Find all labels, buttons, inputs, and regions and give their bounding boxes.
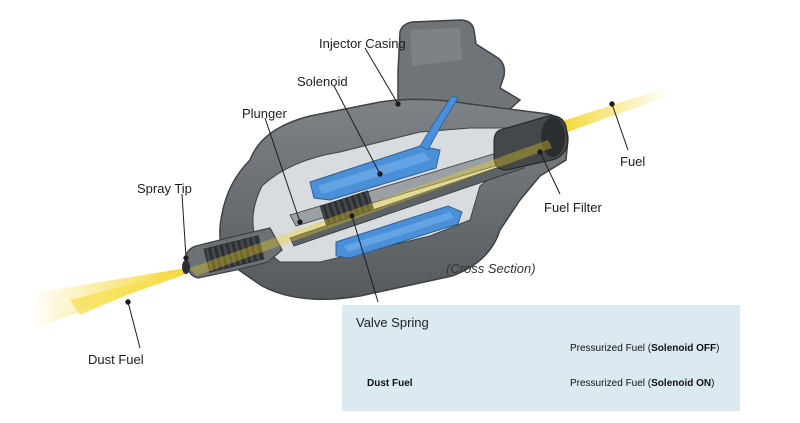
label-spray-tip: Spray Tip [137,181,192,196]
label-fuel: Fuel [620,154,646,169]
legend-solenoid-on-text: Pressurized Fuel (Solenoid ON) [570,378,715,389]
label-injector-casing: Injector Casing [319,36,406,51]
label-fuel-filter: Fuel Filter [544,200,602,215]
leader-lines [125,47,629,349]
legend-panel: Valve Spring Pressurized Fuel (Solenoid … [342,305,740,411]
dust-fuel-spray-core [70,270,186,315]
legend-solenoid-off-text: Pressurized Fuel (Solenoid OFF) [570,343,720,354]
plunger-rod [289,159,525,247]
legend-dust-fuel: Dust Fuel [367,378,413,389]
legend-title: Valve Spring [356,315,429,330]
nozzle-thread [203,235,265,273]
cross-section-caption: (Cross Section) [446,261,536,276]
solenoid-wire [419,95,459,151]
label-dust-fuel: Dust Fuel [88,352,144,367]
fuel-flow-core [190,140,552,276]
label-solenoid: Solenoid [297,74,348,89]
label-plunger: Plunger [242,106,287,121]
